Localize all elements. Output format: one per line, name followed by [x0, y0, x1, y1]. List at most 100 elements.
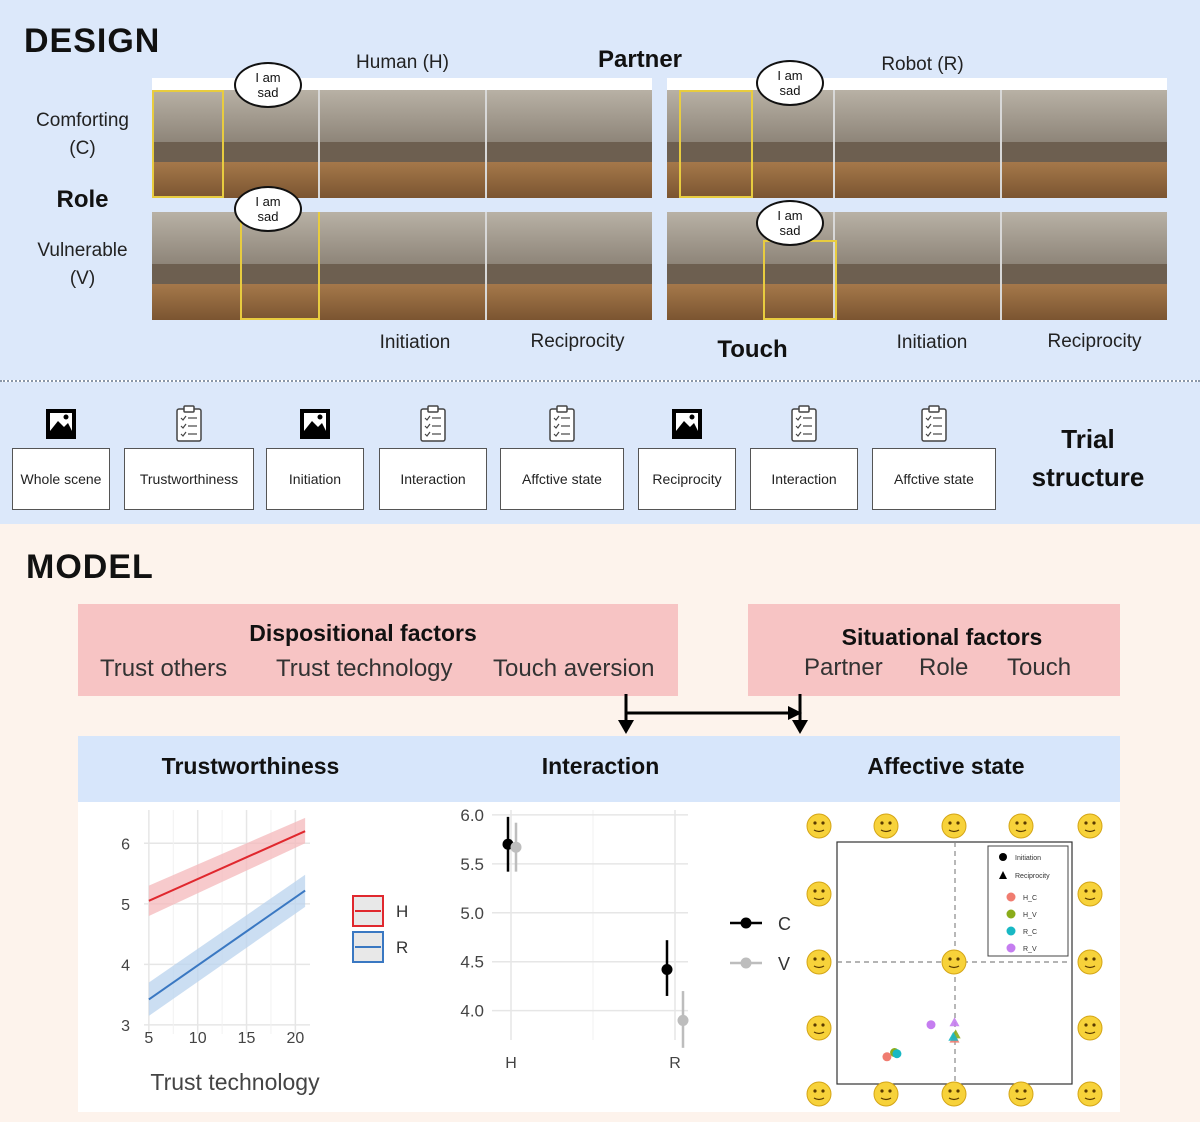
- trial-step-1: Whole scene: [12, 448, 110, 510]
- x-tick-label: H: [505, 1055, 517, 1072]
- legend-reciprocity-shape: [999, 871, 1007, 879]
- legend-label-initiation: Initiation: [1015, 855, 1041, 862]
- dispositional-factors-box: Dispositional factors Trust others Trust…: [78, 604, 678, 696]
- image-icon: [672, 409, 702, 439]
- emoji-face-icon: [1008, 813, 1034, 839]
- legend-label-reciprocity: Reciprocity: [1015, 873, 1050, 880]
- situational-factors-title: Situational factors: [841, 624, 1043, 650]
- emoji-face-icon: [1077, 1081, 1103, 1107]
- y-tick-label: 3: [121, 1018, 130, 1035]
- y-tick-label: 4.0: [460, 1002, 484, 1021]
- highlight-box: [679, 90, 753, 198]
- legend-dot-H_V: [1006, 909, 1016, 919]
- trial-step-6: Reciprocity: [638, 448, 736, 510]
- connection-arrows: [618, 694, 808, 734]
- robot-label: Robot (R): [881, 54, 964, 75]
- image-icon: [46, 409, 76, 439]
- emoji-face-icon: [1008, 1081, 1034, 1107]
- legend-initiation-shape: [999, 853, 1007, 861]
- emoji-face-icon: [1077, 1015, 1103, 1041]
- clipboard-icon: [176, 405, 202, 442]
- legend-dot-R_V: [1006, 943, 1016, 953]
- model-heading: MODEL: [26, 548, 154, 586]
- emoji-face-icon: [806, 949, 832, 975]
- design-heading: DESIGN: [24, 22, 161, 60]
- legend-dot-C: [740, 917, 752, 929]
- factor-touch: Touch: [1007, 654, 1072, 681]
- dispositional-factors-title: Dispositional factors: [249, 620, 477, 646]
- plot-panel: [492, 810, 688, 1040]
- legend-box: [987, 845, 1069, 957]
- series-line-H: [148, 830, 306, 902]
- human-label: Human (H): [356, 52, 449, 73]
- initiation-point-R_V: [926, 1020, 936, 1030]
- trial-structure-heading: Trial structure: [1031, 424, 1145, 492]
- scene-robot-vulnerable: [667, 212, 1167, 320]
- highlight-box: [152, 90, 224, 198]
- emoji-face-icon: [806, 1015, 832, 1041]
- point-V: [677, 1014, 689, 1026]
- y-tick-label: 6.0: [460, 806, 484, 825]
- comforting-code: (C): [69, 138, 96, 159]
- emoji-face-icon: [1077, 813, 1103, 839]
- outcome-bar: Trustworthiness Interaction Affective st…: [78, 736, 1120, 802]
- legend-dot-V: [740, 957, 752, 969]
- x-tick-label: 15: [238, 1030, 256, 1047]
- outcome-trustworthiness: Trustworthiness: [161, 753, 340, 779]
- reciprocity-label: Reciprocity: [1047, 331, 1142, 352]
- clipboard-icon: [791, 405, 817, 442]
- initiation-label: Initiation: [379, 332, 451, 353]
- legend-label-R_C: R_C: [1023, 929, 1037, 936]
- clipboard-icon: [420, 405, 446, 442]
- vulnerable-label: Vulnerable: [37, 240, 128, 261]
- clipboard-icon: [921, 405, 947, 442]
- highlight-box: [240, 212, 320, 320]
- y-tick-label: 6: [121, 836, 130, 853]
- emoji-face-icon: [806, 813, 832, 839]
- outcome-interaction: Interaction: [541, 753, 660, 779]
- partner-label: Partner: [597, 46, 683, 73]
- legend-label-R_V: R_V: [1023, 946, 1037, 953]
- trial-step-2: Trustworthiness: [124, 448, 254, 510]
- trial-step-5: Affctive state: [500, 448, 624, 510]
- legend-label-H: H: [396, 902, 408, 921]
- vulnerable-code: (V): [69, 268, 96, 289]
- x-tick-label: 20: [286, 1030, 304, 1047]
- factor-trust-others: Trust others: [100, 655, 228, 682]
- y-tick-label: 5.5: [460, 855, 484, 874]
- reciprocity-point-R_V: [949, 1017, 960, 1027]
- situational-factors-box: Situational factors Partner Role Touch: [748, 604, 1120, 696]
- x-tick-label: 10: [189, 1030, 207, 1047]
- reciprocity-label: Reciprocity: [530, 331, 625, 352]
- clipboard-icon: [549, 405, 575, 442]
- factor-trust-technology: Trust technology: [276, 655, 453, 682]
- y-tick-label: 4: [121, 957, 130, 974]
- trial-step-4: Interaction: [379, 448, 487, 510]
- factor-role: Role: [919, 654, 969, 681]
- point-C: [661, 964, 673, 976]
- scene-human-vulnerable: [152, 212, 652, 320]
- x-tick-label: R: [669, 1055, 681, 1072]
- legend-dot-H_C: [1006, 892, 1016, 902]
- emoji-face-icon: [806, 881, 832, 907]
- initiation-label: Initiation: [896, 332, 968, 353]
- comforting-label: Comforting: [36, 110, 129, 131]
- y-tick-label: 4.5: [460, 953, 484, 972]
- series-line-R: [148, 889, 306, 1001]
- legend-label-R: R: [396, 938, 408, 957]
- trial-step-7: Interaction: [750, 448, 858, 510]
- emoji-face-icon: [1077, 949, 1103, 975]
- factor-touch-aversion: Touch aversion: [493, 655, 655, 682]
- emoji-face-icon: [806, 1081, 832, 1107]
- emoji-face-icon: [1077, 881, 1103, 907]
- y-tick-label: 5.0: [460, 904, 484, 923]
- trial-step-3: Initiation: [266, 448, 364, 510]
- y-tick-label: 5: [121, 897, 130, 914]
- touch-label: Touch: [717, 336, 788, 363]
- point-V: [510, 841, 522, 853]
